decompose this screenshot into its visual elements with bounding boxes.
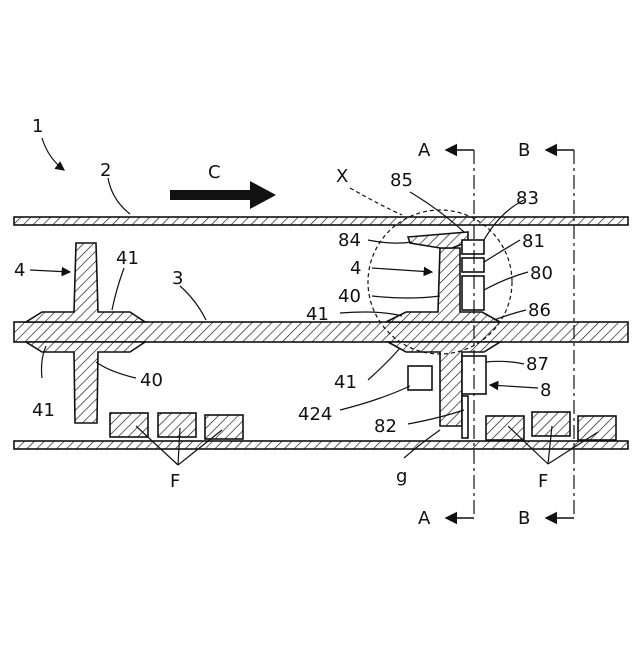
- label-87: 87: [526, 354, 549, 375]
- label-right-40: 40: [338, 286, 361, 307]
- label-424: 424: [298, 404, 332, 425]
- label-left-4: 4: [14, 260, 25, 281]
- label-b-top: B: [518, 140, 530, 161]
- central-shaft: [14, 322, 628, 342]
- detail-x-leader: [350, 188, 402, 215]
- label-80: 80: [530, 263, 553, 284]
- leader-87: [486, 361, 524, 364]
- label-left-41-top: 41: [116, 248, 139, 269]
- leader-right-40: [372, 296, 440, 298]
- label-1: 1: [32, 116, 43, 137]
- leader-81: [484, 240, 520, 262]
- sensor-424: [408, 366, 432, 390]
- leader-3: [180, 286, 206, 320]
- label-86: 86: [528, 300, 551, 321]
- label-right-41-top: 41: [306, 304, 329, 325]
- flow-arrow-c: [170, 181, 276, 209]
- label-84: 84: [338, 230, 361, 251]
- label-8: 8: [540, 380, 551, 401]
- block-81: [462, 258, 484, 272]
- leader-left-40: [96, 362, 136, 378]
- label-g: g: [396, 466, 407, 487]
- label-85: 85: [390, 170, 413, 191]
- leader-right-41-top: [340, 312, 402, 316]
- label-b-bottom: B: [518, 508, 530, 529]
- leader-right-41-bottom: [368, 348, 400, 380]
- pipe-top-wall: [14, 217, 628, 225]
- label-right-41-bottom: 41: [334, 372, 357, 393]
- label-81: 81: [522, 231, 545, 252]
- leader-84: [368, 240, 412, 243]
- leader-left-41-top: [112, 268, 124, 310]
- label-c: C: [208, 162, 221, 183]
- leader-1: [42, 138, 64, 170]
- leader-86: [494, 310, 526, 320]
- leader-8: [490, 385, 538, 388]
- label-x: X: [336, 166, 348, 187]
- label-right-f: F: [538, 471, 548, 492]
- label-a-bottom: A: [418, 508, 431, 529]
- label-2: 2: [100, 160, 111, 181]
- left-f-block-2: [158, 413, 196, 437]
- label-82: 82: [374, 416, 397, 437]
- left-f-block-1: [110, 413, 148, 437]
- label-83: 83: [516, 188, 539, 209]
- leader-80: [484, 272, 528, 290]
- label-left-f: F: [170, 471, 180, 492]
- leader-2: [108, 178, 130, 214]
- cap-84: [408, 232, 468, 248]
- label-a-top: A: [418, 140, 431, 161]
- label-left-41-bottom: 41: [32, 400, 55, 421]
- label-left-40: 40: [140, 370, 163, 391]
- left-f-block-3: [205, 415, 243, 439]
- label-3: 3: [172, 268, 183, 289]
- block-80: [462, 276, 484, 310]
- label-right-4: 4: [350, 258, 361, 279]
- block-83: [462, 240, 484, 254]
- leader-85: [410, 192, 464, 232]
- leader-right-4: [372, 268, 432, 272]
- pipe-bottom-wall: [14, 441, 628, 449]
- probe-82: [462, 396, 468, 438]
- right-f-block-3: [578, 416, 616, 440]
- leader-left-4: [30, 270, 70, 272]
